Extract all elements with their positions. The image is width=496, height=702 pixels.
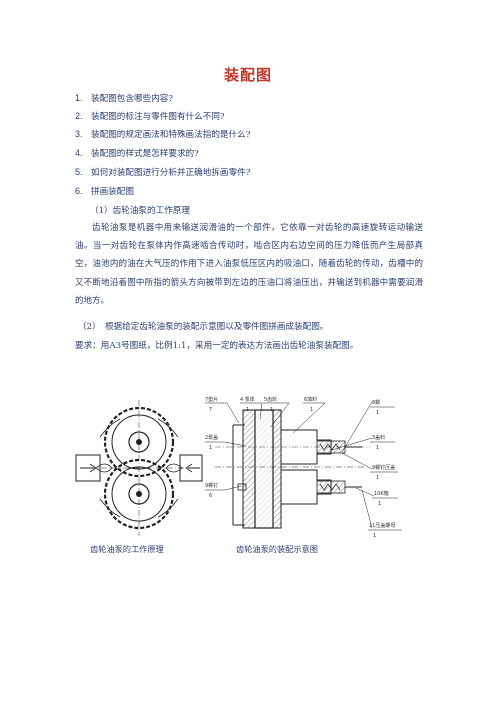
question-text: 拼画装配图: [91, 187, 134, 197]
section1-heading: （1）齿轮油泵的工作原理: [90, 206, 190, 216]
label-p7-top: 7垫片: [205, 396, 218, 403]
question-1: 1. 装配图包含哪些内容?: [75, 92, 173, 104]
label-p2: 2泵盖: [205, 434, 218, 441]
question-text: 装配图的标注与零件图有什么不同?: [91, 112, 225, 122]
question-text: 装配图包含哪些内容?: [91, 94, 173, 104]
label-p11-num: 1: [378, 501, 381, 507]
question-number: 3.: [75, 129, 83, 139]
label-p4-num: 1: [246, 407, 249, 413]
label-p7-num: 7: [209, 407, 212, 413]
label-p4: 4 泵体: [240, 396, 255, 403]
question-number: 1.: [75, 93, 83, 103]
label-p8-num: 1: [376, 410, 379, 416]
question-4: 4. 装配图的样式是怎样要求的?: [75, 147, 199, 159]
label-p5: 5齿轮: [264, 396, 277, 403]
question-number: 5.: [75, 167, 83, 177]
question-number: 4.: [75, 148, 83, 158]
label-p9-num: 6: [209, 493, 212, 499]
working-principle-drawing: [75, 400, 203, 536]
label-p9: 9螺钉: [205, 482, 218, 489]
question-text: 装配图的规定画法和特殊画法指的是什么?: [91, 130, 251, 140]
question-2: 2. 装配图的标注与零件图有什么不同?: [75, 110, 225, 122]
label-p10: 9螺钉压盖: [372, 464, 395, 471]
page-title: 装配图: [223, 66, 272, 84]
label-p6-num: 1: [310, 407, 313, 413]
question-3: 3. 装配图的规定画法和特殊画法指的是什么?: [75, 128, 250, 140]
label-p3-num: 1: [376, 445, 379, 451]
question-number: 6.: [75, 186, 83, 196]
label-p10-num: 1: [376, 475, 379, 481]
caption-working-principle: 齿轮油泵的工作原理: [90, 544, 164, 554]
question-5: 5. 如何对装配图进行分析并正确地拆画零件?: [75, 166, 250, 178]
caption-assembly-schematic: 齿轮油泵的装配示意图: [236, 544, 318, 554]
assembly-schematic-drawing: 7垫片 7 4 泵体 1 5齿轮 1 6填料 1 8螺 1 3盖料 1 2泵盖 …: [205, 396, 402, 539]
section1-body: 齿轮油泵是机器中用来输送润滑油的一个部件，它依靠一对齿轮的高速旋转运动输送油。当…: [75, 223, 423, 306]
question-6: 6. 拼画装配图: [75, 185, 134, 197]
label-p2-num: 1: [209, 445, 212, 451]
label-p12: 11压盖螺母: [369, 522, 395, 529]
label-p8: 8螺: [372, 399, 380, 406]
section2-heading: （2） 根据给定齿轮油泵的装配示意图以及零件图拼画成装配图。: [78, 322, 329, 332]
label-p3: 3盖料: [372, 434, 385, 441]
label-p5-num: 1: [270, 407, 273, 413]
label-p6: 6填料: [304, 396, 317, 403]
label-p12-num: 1: [373, 533, 376, 539]
question-text: 如何对装配图进行分析并正确地拆画零件?: [91, 168, 251, 178]
question-number: 2.: [75, 111, 83, 121]
label-p11: 10K箱: [374, 490, 389, 497]
question-text: 装配图的样式是怎样要求的?: [91, 149, 199, 159]
section2-requirement: 要求：用A3号图纸，比例1:1，采用一定的表达方法画出齿轮油泵装配图。: [75, 341, 359, 351]
